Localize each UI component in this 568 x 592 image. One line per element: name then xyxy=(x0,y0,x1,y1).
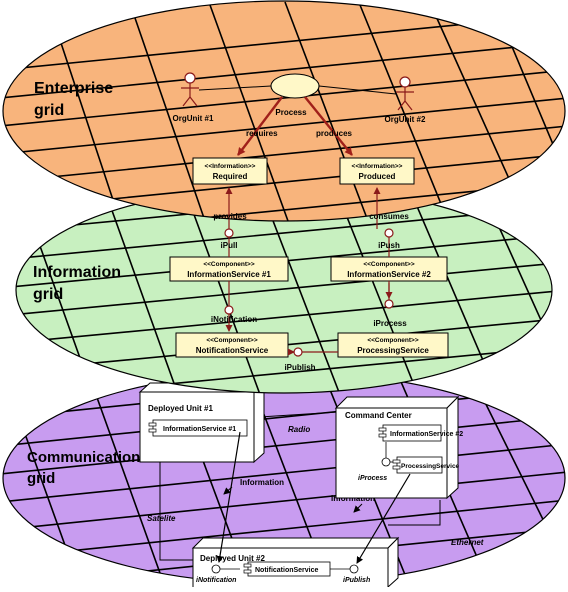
unit1-to-inotification-arrow xyxy=(216,431,241,563)
information-grid-title-line1: Information xyxy=(33,264,121,281)
requires-label: requires xyxy=(246,129,278,138)
notification-stereotype: <<Component>> xyxy=(206,337,257,344)
orgunit-2-label: OrgUnit #2 xyxy=(385,115,426,124)
required-stereotype: <<Information>> xyxy=(205,163,256,170)
required-information-class: <<Information>> Required xyxy=(192,157,268,185)
command-iface-label: iProcess xyxy=(358,475,387,482)
radio-label: Radio xyxy=(288,425,310,434)
ipush-interface-icon xyxy=(384,228,394,238)
command-center-title: Command Center xyxy=(345,411,412,420)
deployed-unit-1-node: Deployed Unit #1 InformationService #1 xyxy=(138,381,266,464)
ethernet-label: Ethernet xyxy=(451,538,484,547)
requires-arrow xyxy=(237,96,283,156)
deployed-unit-2-node: Deployed Unit #2 iNotification Notificat… xyxy=(191,536,400,589)
provides-label: provides xyxy=(213,212,247,221)
produced-information-class: <<Information>> Produced xyxy=(339,157,415,185)
produces-label: produces xyxy=(316,129,353,138)
notification-name: NotificationService xyxy=(196,346,269,355)
ethernet-link xyxy=(388,500,441,526)
orgunit-1-actor-icon xyxy=(181,72,199,107)
ipublish-icon xyxy=(293,347,303,357)
processing-stereotype: <<Component>> xyxy=(367,337,418,344)
satelite-label: Satelite xyxy=(147,514,176,523)
command-component-label-2: ProcessingService xyxy=(401,463,460,470)
unit1-component-box xyxy=(152,419,248,437)
processing-service-component: <<Component>> ProcessingService xyxy=(337,332,449,358)
process-usecase xyxy=(270,73,320,99)
enterprise-grid-title-line2: grid xyxy=(34,102,64,119)
deployed-unit-1-title: Deployed Unit #1 xyxy=(148,404,213,413)
unit1-component-label: InformationService #1 xyxy=(163,426,236,433)
process-label: Process xyxy=(275,108,307,117)
communication-grid-title-line1: Communication xyxy=(27,449,140,466)
consumes-label: consumes xyxy=(369,212,409,221)
produces-arrow xyxy=(304,96,353,156)
processing-name: ProcessingService xyxy=(357,346,429,355)
information-service-2-component: <<Component>> InformationService #2 xyxy=(330,256,448,282)
satelite-link xyxy=(159,415,195,561)
service1-stereotype: <<Component>> xyxy=(203,261,254,268)
unit2-component-label: NotificationService xyxy=(255,567,319,574)
service2-name: InformationService #2 xyxy=(347,270,431,279)
notification-service-component: <<Component>> NotificationService xyxy=(175,332,289,358)
ipublish-interface-icon xyxy=(349,564,359,574)
orgunit2-association xyxy=(318,85,397,95)
ipublish-label: iPublish xyxy=(284,363,315,372)
inotification-interface-icon xyxy=(211,564,221,574)
unit2-iface-right-label: iPublish xyxy=(343,577,370,584)
iprocess-interface-icon xyxy=(381,457,391,467)
iprocess-icon xyxy=(384,299,394,309)
information-grid-title-line2: grid xyxy=(33,286,63,303)
ipull-label: iPull xyxy=(221,241,238,250)
orgunit-1-label: OrgUnit #1 xyxy=(173,114,214,123)
command-center-node: Command Center InformationService #2 iPr… xyxy=(334,395,463,500)
command-component-label-1: InformationService #2 xyxy=(390,431,463,438)
service1-name: InformationService #1 xyxy=(187,270,271,279)
ipush-label: iPush xyxy=(378,241,400,250)
produced-name: Produced xyxy=(359,172,396,181)
processing-to-ipublish-arrow xyxy=(356,473,411,564)
orgunit1-association xyxy=(198,85,272,91)
iprocess-label: iProcess xyxy=(373,319,407,328)
information-flow-label-1: Information xyxy=(240,478,284,487)
orgunit-2-actor-icon xyxy=(396,76,414,111)
produced-stereotype: <<Information>> xyxy=(352,163,403,170)
enterprise-grid-title-line1: Enterprise xyxy=(34,80,113,97)
service2-stereotype: <<Component>> xyxy=(363,261,414,268)
deployed-unit-2-title: Deployed Unit #2 xyxy=(200,554,265,563)
ipull-interface-icon xyxy=(224,228,234,238)
command-component-box-1 xyxy=(382,424,442,442)
communication-grid-title-line2: grid xyxy=(27,470,55,487)
required-name: Required xyxy=(213,172,248,181)
command-component-box-2 xyxy=(396,456,443,474)
information-service-1-component: <<Component>> InformationService #1 xyxy=(169,256,289,282)
information-flow-arrow-2 xyxy=(353,503,363,513)
inotification-icon xyxy=(224,305,234,315)
unit2-iface-left-label: iNotification xyxy=(196,577,236,584)
inotification-label: iNotification xyxy=(211,315,257,324)
